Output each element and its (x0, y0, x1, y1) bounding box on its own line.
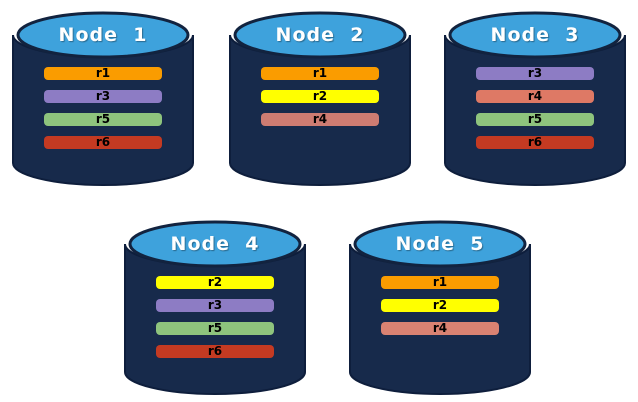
replica-bar-r1: r1 (44, 67, 162, 80)
replica-bar-r5: r5 (44, 113, 162, 126)
node-4: Node 4 r2 r3 r5 r6 (122, 214, 308, 398)
replica-bar-r4: r4 (381, 322, 499, 335)
node-5-replica-list: r1 r2 r4 (381, 276, 499, 345)
node-2-title: Node 2 (275, 24, 365, 46)
replica-bar-r2: r2 (156, 276, 274, 289)
replica-bar-r1: r1 (381, 276, 499, 289)
cylinder-top-ellipse (128, 220, 302, 268)
cylinder-top-ellipse (448, 11, 622, 59)
replica-bar-r6: r6 (156, 345, 274, 358)
node-3: Node 3 r3 r4 r5 r6 (442, 5, 628, 189)
replica-bar-r3: r3 (476, 67, 594, 80)
node-3-title: Node 3 (490, 24, 580, 46)
replica-bar-r2: r2 (261, 90, 379, 103)
replica-bar-r1: r1 (261, 67, 379, 80)
cylinder-top-ellipse (233, 11, 407, 59)
node-4-replica-list: r2 r3 r5 r6 (156, 276, 274, 368)
replica-bar-r4: r4 (476, 90, 594, 103)
node-5: Node 5 r1 r2 r4 (347, 214, 533, 398)
replica-bar-r3: r3 (44, 90, 162, 103)
replica-bar-r6: r6 (476, 136, 594, 149)
node-3-replica-list: r3 r4 r5 r6 (476, 67, 594, 159)
cylinder-top-ellipse (353, 220, 527, 268)
node-1-title: Node 1 (58, 24, 148, 46)
replica-bar-r3: r3 (156, 299, 274, 312)
node-4-title: Node 4 (170, 233, 260, 255)
node-2-replica-list: r1 r2 r4 (261, 67, 379, 136)
replica-bar-r2: r2 (381, 299, 499, 312)
replica-bar-r5: r5 (476, 113, 594, 126)
replica-bar-r5: r5 (156, 322, 274, 335)
node-2: Node 2 r1 r2 r4 (227, 5, 413, 189)
node-1-replica-list: r1 r3 r5 r6 (44, 67, 162, 159)
replica-bar-r4: r4 (261, 113, 379, 126)
node-5-title: Node 5 (395, 233, 485, 255)
cylinder-top-ellipse (16, 11, 190, 59)
replica-bar-r6: r6 (44, 136, 162, 149)
node-1: Node 1 r1 r3 r5 r6 (10, 5, 196, 189)
